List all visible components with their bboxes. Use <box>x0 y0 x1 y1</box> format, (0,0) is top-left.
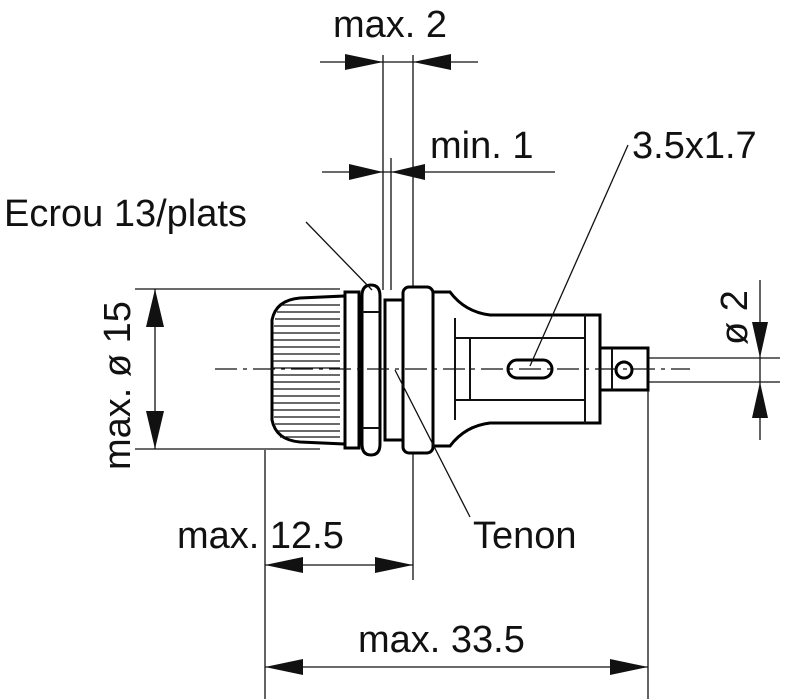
dimension-diam-15 <box>146 289 164 449</box>
label-max-2: max. 2 <box>333 4 447 46</box>
knurl-lines <box>272 304 340 438</box>
extension-lines <box>135 55 780 699</box>
label-max-12-5: max. 12.5 <box>177 515 344 557</box>
label-slot-size: 3.5x1.7 <box>632 125 757 167</box>
label-nut: Ecrou 13/plats <box>4 193 247 235</box>
dimension-max-12-5 <box>265 557 413 573</box>
dimension-max-2 <box>320 54 478 70</box>
dimension-min-1 <box>322 164 555 180</box>
dimension-max-33-5 <box>265 659 648 675</box>
label-max-33-5: max. 33.5 <box>358 619 525 661</box>
label-min-1: min. 1 <box>430 125 533 167</box>
label-tenon: Tenon <box>473 515 577 557</box>
label-diam-2: ø 2 <box>714 290 756 345</box>
dimension-diam-2 <box>752 280 768 440</box>
fuse-holder-body <box>270 283 650 457</box>
label-diam-15: max. ø 15 <box>97 301 139 470</box>
leader-lines <box>305 144 629 518</box>
